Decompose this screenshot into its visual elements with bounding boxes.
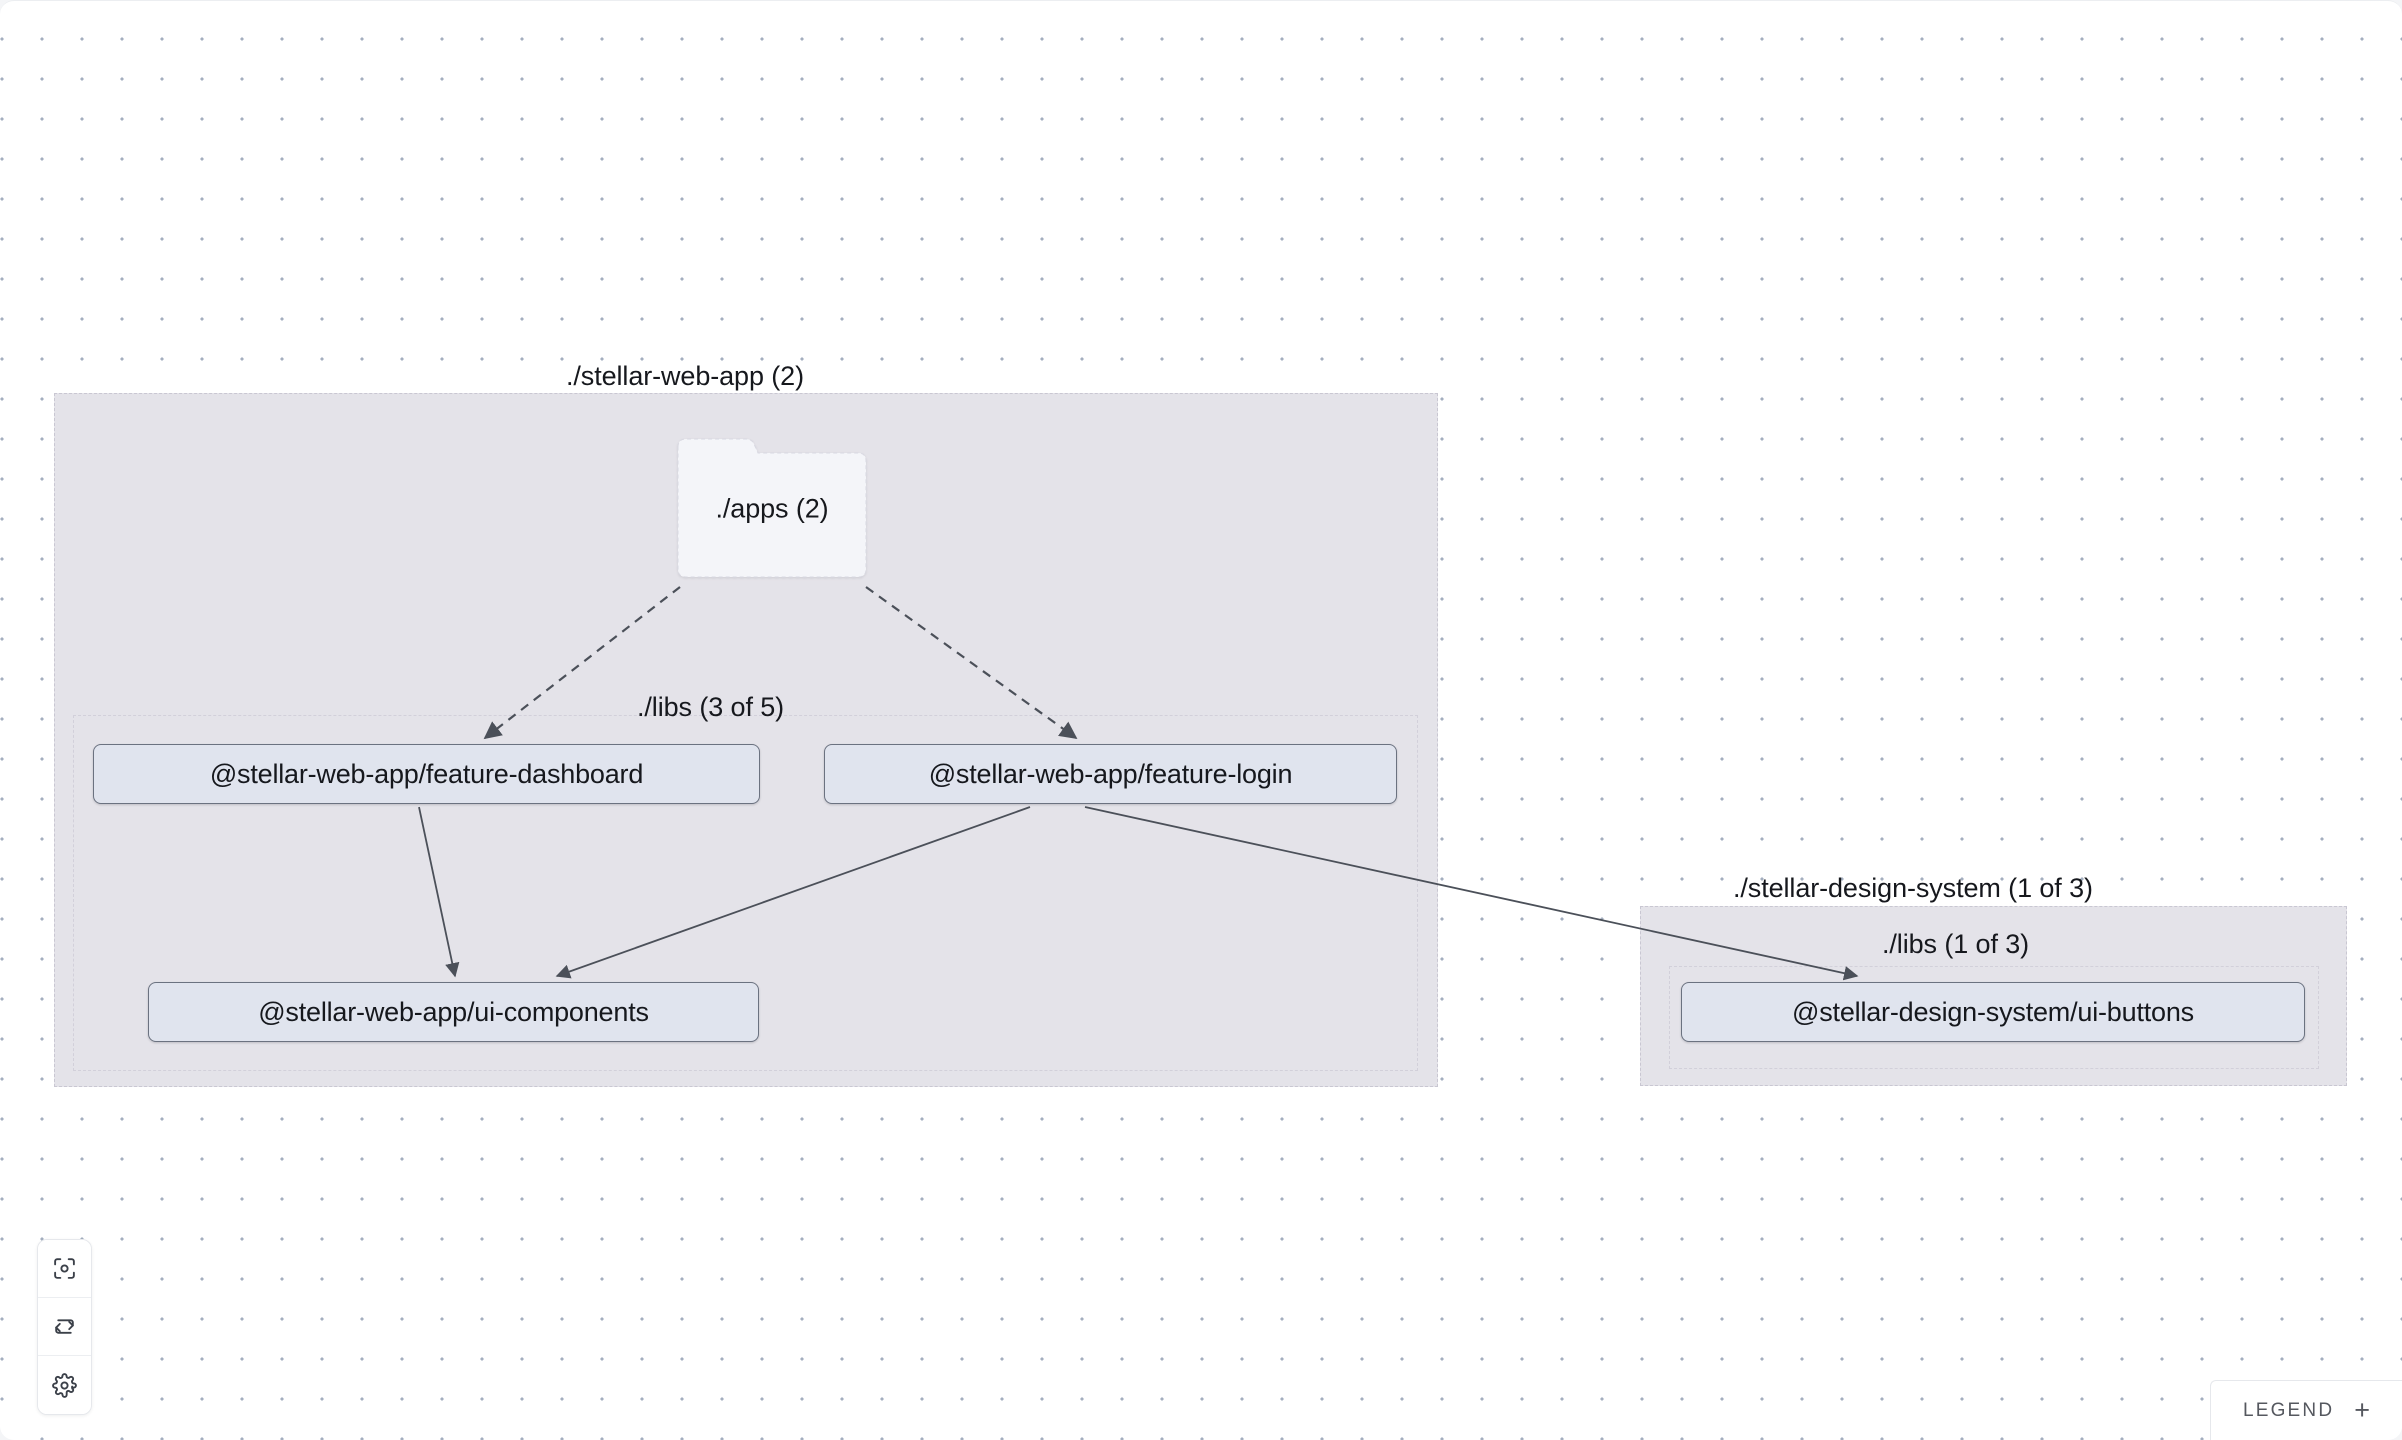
project-node-feature-login[interactable]: @stellar-web-app/feature-login [824, 744, 1397, 804]
folder-group-label-web-app-libs: ./libs (3 of 5) [637, 692, 785, 722]
project-node-label: @stellar-web-app/feature-dashboard [209, 758, 644, 789]
legend-label: LEGEND [2242, 1399, 2335, 1421]
refresh-icon [52, 1314, 77, 1339]
folder-node-apps[interactable]: ./apps (2) [672, 435, 872, 581]
focus-target-icon [52, 1256, 77, 1281]
folder-group-label-design-system-libs: ./libs (1 of 3) [1882, 929, 2030, 959]
project-node-label: @stellar-web-app/ui-components [258, 996, 649, 1027]
settings-button[interactable] [38, 1356, 91, 1414]
project-node-feature-dashboard[interactable]: @stellar-web-app/feature-dashboard [93, 744, 760, 804]
folder-shape-icon [677, 438, 867, 578]
legend-expand-icon[interactable]: + [2354, 1395, 2371, 1425]
legend-panel[interactable]: LEGEND + [2210, 1380, 2402, 1440]
project-node-label: @stellar-design-system/ui-buttons [1792, 996, 2194, 1027]
focus-graph-button[interactable] [38, 1240, 91, 1298]
project-node-ui-components[interactable]: @stellar-web-app/ui-components [148, 982, 759, 1042]
graph-toolbar [37, 1239, 92, 1415]
project-group-label-stellar-web-app: ./stellar-web-app (2) [566, 361, 804, 391]
project-node-label: @stellar-web-app/feature-login [928, 758, 1293, 789]
project-group-label-stellar-design-system: ./stellar-design-system (1 of 3) [1733, 873, 2093, 903]
project-node-ui-buttons[interactable]: @stellar-design-system/ui-buttons [1681, 982, 2305, 1042]
gear-icon [52, 1372, 77, 1398]
folder-group-design-system-libs[interactable] [1669, 966, 2319, 1069]
refresh-graph-button[interactable] [38, 1298, 91, 1356]
